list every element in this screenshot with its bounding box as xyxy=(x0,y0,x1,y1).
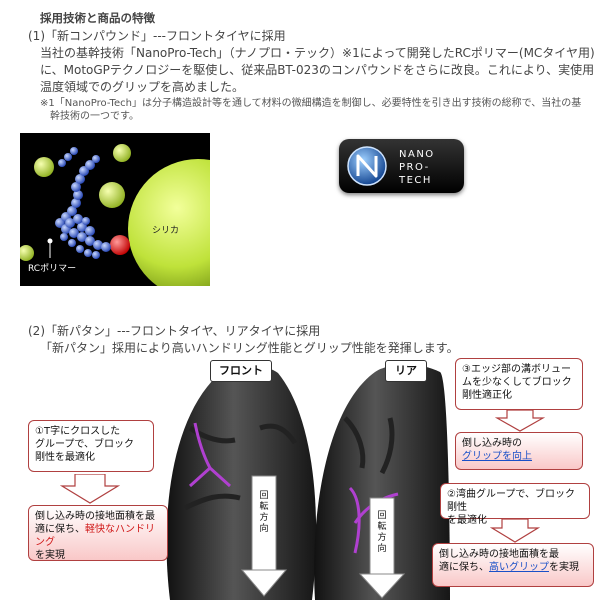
arrow-down-icon xyxy=(490,519,540,543)
rotation-char: 回 xyxy=(259,490,268,501)
nanopro-tech-logo: NANO PRO- TECH xyxy=(339,139,464,193)
rotation-arrow-rear xyxy=(358,497,406,599)
highlight-high-grip: 高いグリップ xyxy=(489,562,549,573)
silica-label: シリカ xyxy=(152,225,179,236)
callout-line: ③エッジ部の溝ボリュー xyxy=(462,364,571,375)
callout-line: ムを少なくしてブロック xyxy=(462,377,572,388)
highlight-handling: 軽快なハンドリング xyxy=(35,524,155,548)
callout-grip-result: 倒し込み時の グリップを向上 xyxy=(455,432,583,470)
callout-high-grip-result: 倒し込み時の接地面積を最 適に保ち、高いグリップを実現 xyxy=(432,543,594,587)
para-line: 温度領域でのグリップを高めました。 xyxy=(40,80,245,94)
rotation-arrow-front xyxy=(240,475,288,597)
tire-pattern-illustration: 回 転 方 向 回 転 方 向 xyxy=(150,358,450,600)
front-label: フロント xyxy=(210,360,272,382)
t-groove-highlight xyxy=(188,422,232,488)
rotation-char: 回 xyxy=(377,510,386,521)
callout-line: ②湾曲グループで、ブロック剛性 xyxy=(447,489,575,513)
rotation-char: 方 xyxy=(377,531,386,543)
callout-curved-groove: ②湾曲グループで、ブロック剛性 を最適化 xyxy=(440,483,590,526)
section1-title: (1)「新コンパウンド」---フロントタイヤに採用 xyxy=(28,29,286,43)
page-heading: 採用技術と商品の特徴 xyxy=(40,11,155,25)
rotation-char: 方 xyxy=(259,511,268,523)
note-line: ※1「NanoPro-Tech」は分子構造設計等を通して材料の微細構造を制御し、… xyxy=(40,98,582,109)
polymer-chain xyxy=(55,147,111,259)
callout-t-groove: ①T字にクロスした グループで、ブロック 剛性を最適化 xyxy=(28,420,154,472)
callout-handling-result: 倒し込み時の接地面積を最 適に保ち、軽快なハンドリング を実現 xyxy=(28,505,168,561)
logo-text-tech: TECH xyxy=(398,175,432,186)
callout-line: 剛性適正化 xyxy=(462,390,512,401)
red-particle xyxy=(110,235,130,255)
callout-edge-groove: ③エッジ部の溝ボリュー ムを少なくしてブロック 剛性適正化 xyxy=(455,358,583,410)
callout-line: 倒し込み時の接地面積を最 xyxy=(35,511,155,522)
front-tire xyxy=(166,365,317,600)
silica-sphere xyxy=(128,159,210,286)
tires-graphic: 回 転 方 向 回 転 方 向 xyxy=(166,364,450,600)
rotation-char: 転 xyxy=(377,521,386,532)
rotation-char: 転 xyxy=(259,501,268,512)
para-line: 当社の基幹技術「NanoPro-Tech」（ナノプロ・テック）※1によって開発し… xyxy=(40,46,595,60)
molecule-illustration: シリカ RCポリマー xyxy=(20,133,210,286)
note-line: 幹技術の一つです。 xyxy=(50,111,139,122)
callout-line: を実現 xyxy=(35,550,65,561)
highlight-grip: グリップを向上 xyxy=(462,451,532,462)
callout-line: 適に保ち、高いグリップを実現 xyxy=(439,562,579,573)
arrow-down-icon xyxy=(495,410,545,432)
section1-paragraph: 当社の基幹技術「NanoPro-Tech」（ナノプロ・テック）※1によって開発し… xyxy=(40,45,602,96)
arrow-down-icon xyxy=(60,474,120,504)
callout-line: 倒し込み時の xyxy=(462,438,522,449)
footnote: ※1「NanoPro-Tech」は分子構造設計等を通して材料の微細構造を制御し、… xyxy=(40,97,600,123)
section2-title: (2)「新パタン」---フロントタイヤ、リアタイヤに採用 xyxy=(28,324,321,338)
rotation-char: 向 xyxy=(377,542,386,554)
callout-line: 倒し込み時の接地面積を最 xyxy=(439,549,559,560)
callout-line: 剛性を最適化 xyxy=(35,452,95,463)
rc-polymer-label: RCポリマー xyxy=(28,263,76,274)
nanopro-tech-logo-graphic: NANO PRO- TECH xyxy=(347,146,435,186)
callout-line: 適に保ち、軽快なハンドリング xyxy=(35,524,155,548)
rc-polymer-figure: シリカ RCポリマー xyxy=(20,133,210,286)
logo-text-pro: PRO- xyxy=(399,162,430,173)
callout-line: ①T字にクロスした xyxy=(35,426,121,437)
callout-line: グループで、ブロック xyxy=(35,439,134,450)
para-line: に、MotoGPテクノロジーを駆使し、従来品BT-023のコンパウンドをさらに改… xyxy=(40,63,595,77)
rear-label: リア xyxy=(385,360,427,382)
logo-text-nano: NANO xyxy=(399,149,435,160)
callout-line: を最適化 xyxy=(447,515,487,526)
rotation-char: 向 xyxy=(259,522,268,534)
section2-description: 「新パタン」採用により高いハンドリング性能とグリップ性能を発揮します。 xyxy=(40,341,459,355)
